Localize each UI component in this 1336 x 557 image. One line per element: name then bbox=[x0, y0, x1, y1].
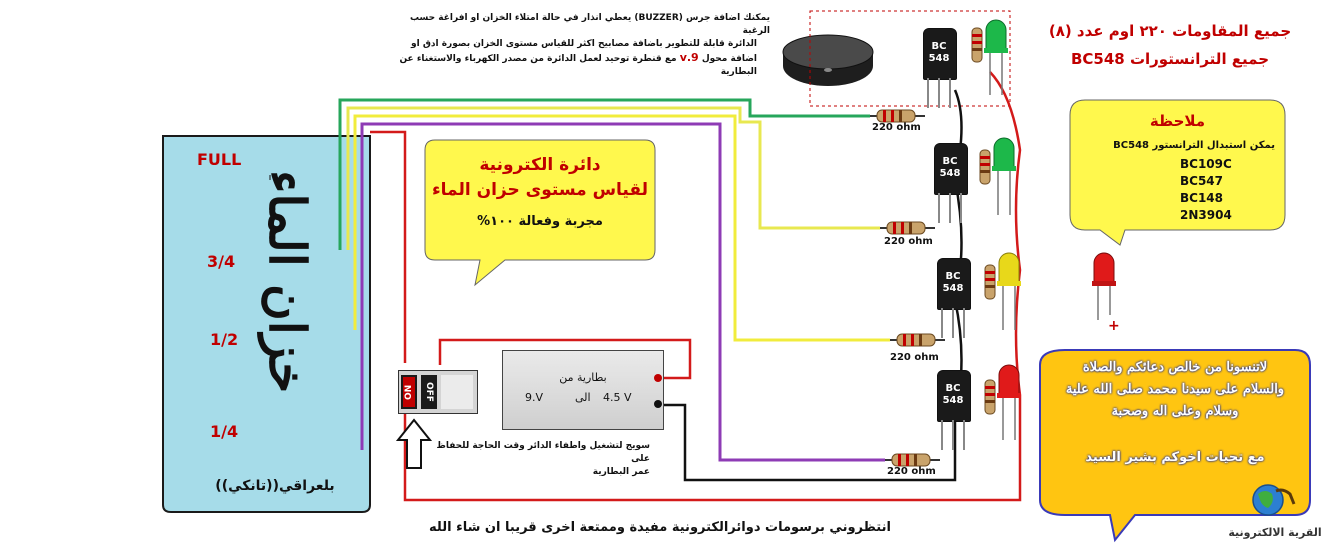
transformer-voltage: 9.v bbox=[679, 51, 699, 64]
title-line-2: لقياس مستوى حزان الماء bbox=[431, 180, 648, 200]
buzzer-note: يمكنك اضافة جرس (BUZZER) يعطي انذار في ح… bbox=[409, 13, 770, 36]
alternative-bc547: BC547 bbox=[1180, 174, 1224, 188]
supply-wire-red bbox=[370, 71, 1022, 502]
water-tank bbox=[162, 135, 371, 513]
led-4 bbox=[997, 364, 1021, 440]
led-resistor-4 bbox=[984, 379, 996, 415]
resistor-1 bbox=[870, 109, 925, 123]
development-note: الدائرة قابلة للتطوير باضافة مصابيح اكثر… bbox=[395, 38, 757, 79]
title-bubble-text: دائرة الكترونية لقياس مستوى حزان الماء bbox=[430, 153, 650, 203]
battery-negative-terminal bbox=[654, 400, 662, 408]
led-resistor-3 bbox=[984, 264, 996, 300]
dua-bubble-text: لاتنسونا من خالص دعائكم والصلاة والسلام … bbox=[1045, 357, 1305, 423]
resistor-1-label: 220 ohm bbox=[872, 122, 921, 133]
switch-note: سويج لتشغيل واطفاء الدائر وقت الحاجة للح… bbox=[430, 440, 650, 479]
tank-level-half: 1/2 bbox=[210, 330, 239, 349]
tank-level-quarter: 1/4 bbox=[210, 422, 239, 441]
probe-wire-yellow-2 bbox=[353, 114, 890, 342]
probe-wire-purple bbox=[360, 122, 885, 462]
development-note-line-2: اضافة محول 9.v مع قنطرة توحيد لعمل الدائ… bbox=[399, 51, 757, 64]
dua-line-4: مع تحيات اخوكم بشير السيد bbox=[1085, 450, 1265, 465]
led-resistor-1 bbox=[971, 27, 983, 63]
alternative-bc109c: BC109C bbox=[1180, 157, 1232, 171]
ground-wire-black bbox=[662, 89, 963, 482]
led-resistor-2 bbox=[979, 149, 991, 185]
buzzer-dashed-link bbox=[809, 10, 1011, 107]
resistor-3-label: 220 ohm bbox=[890, 352, 939, 363]
battery-min: 9.V bbox=[525, 391, 544, 404]
title-line-3: مجربة وفعالة ١٠٠% bbox=[477, 214, 603, 229]
logo-brand: القرية الالكترونية bbox=[1228, 526, 1322, 539]
logo-globe-icon bbox=[1252, 484, 1296, 516]
switch-note-line-2: عمر البطارية bbox=[592, 467, 650, 477]
switch-on-label: ON bbox=[403, 377, 415, 407]
standalone-red-led-icon bbox=[1092, 252, 1116, 320]
resistor-2 bbox=[880, 221, 935, 235]
development-note-line-1: الدائرة قابلة للتطوير باضافة مصابيح اكثر… bbox=[411, 39, 757, 49]
dua-line-1: لاتنسونا من خالص دعائكم والصلاة bbox=[1082, 360, 1268, 375]
alternative-2n3904: 2N3904 bbox=[1180, 208, 1232, 222]
battery-max: 4.5 V bbox=[603, 391, 632, 404]
tank-caption: بلعراقي((تانكي)) bbox=[215, 478, 335, 494]
power-switch[interactable]: ON OFF bbox=[398, 370, 478, 414]
title-bubble bbox=[424, 139, 656, 287]
led-3 bbox=[997, 252, 1021, 330]
resistor-4 bbox=[885, 453, 940, 467]
switch-note-line-1: سويج لتشغيل واطفاء الدائر وقت الحاجة للح… bbox=[436, 441, 650, 464]
battery-range-word: الى bbox=[575, 391, 591, 404]
buzzer-icon bbox=[782, 34, 874, 86]
note-bubble-title: ملاحظة bbox=[1149, 112, 1206, 130]
transistors-spec: جميع الترانستورات BC548 bbox=[1070, 50, 1270, 68]
standalone-led-plus: + bbox=[1108, 318, 1120, 334]
resistor-3 bbox=[890, 333, 945, 347]
up-arrow-icon bbox=[395, 418, 433, 469]
led-1 bbox=[984, 19, 1008, 95]
tank-title: خزان الماء bbox=[258, 170, 317, 394]
switch-off-label: OFF bbox=[421, 375, 437, 409]
battery-positive-terminal bbox=[654, 374, 662, 382]
battery-label: بطارية من bbox=[559, 371, 607, 384]
alternative-bc148: BC148 bbox=[1180, 191, 1224, 205]
led-2 bbox=[992, 137, 1016, 215]
dua-bubble bbox=[1039, 349, 1311, 543]
note-bubble bbox=[1069, 99, 1286, 246]
probe-wire-yellow-1 bbox=[346, 106, 880, 250]
footer-text: انتظروني برسومات دوائرالكترونية مفيدة وم… bbox=[429, 520, 891, 535]
resistor-2-label: 220 ohm bbox=[884, 236, 933, 247]
dua-line-2: والسلام على سيدنا محمد صلى الله علية bbox=[1065, 382, 1285, 397]
tank-level-three-quarter: 3/4 bbox=[207, 252, 236, 271]
note-bubble-subtitle: يمكن استبدال الترانستور BC548 bbox=[1113, 140, 1275, 151]
resistor-4-label: 220 ohm bbox=[887, 466, 936, 477]
tank-level-full: FULL bbox=[197, 150, 242, 169]
resistors-spec: جميع المقاومات ٢٢٠ اوم عدد (٨) bbox=[1048, 22, 1292, 40]
title-line-1: دائرة الكترونية bbox=[479, 155, 601, 175]
probe-wire-green bbox=[338, 98, 870, 250]
battery: بطارية من 4.5 V الى 9.V bbox=[502, 350, 664, 430]
dua-line-3: وسلام وعلى اله وصحبة bbox=[1111, 404, 1239, 419]
development-note-line-3: البطارية bbox=[720, 67, 757, 77]
